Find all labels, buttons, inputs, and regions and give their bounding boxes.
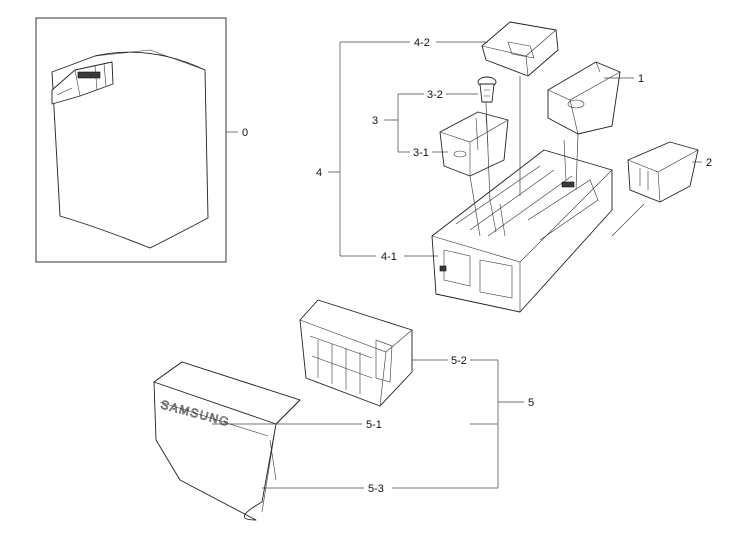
callout-2: 2: [706, 157, 712, 169]
callout-5-3: 5-3: [368, 483, 384, 495]
callout-1: 1: [638, 73, 644, 85]
part-4-2-top-cover: [481, 21, 559, 77]
callout-3: 3: [372, 115, 378, 127]
callout-4: 4: [316, 167, 322, 179]
callout-5-1: 5-1: [366, 419, 382, 431]
overview-frame: [35, 17, 227, 263]
part-5-3-drawer-panel: SAMSUNG: [153, 361, 301, 521]
callout-labels: 0 1 2 3 3-1 3-2 4 4-1 4-2 5 5-1 5-2 5-3: [242, 37, 712, 495]
callout-0: 0: [242, 127, 248, 139]
part-3-2-siphon-cap: [477, 76, 497, 103]
callout-4-1: 4-1: [381, 251, 397, 263]
part-5-2-drawer-body: [299, 299, 413, 407]
part-2-bleach-cup: [627, 141, 699, 203]
leader-lines: [212, 41, 702, 489]
overview-drawer: [51, 61, 114, 105]
callout-3-2: 3-2: [427, 89, 443, 101]
callout-5: 5: [528, 397, 534, 409]
callout-3-1: 3-1: [413, 147, 429, 159]
part-3-1-detergent-cup: [439, 111, 509, 177]
callout-4-2: 4-2: [414, 37, 430, 49]
part-1-softener-cup: [547, 61, 621, 135]
assembly-overview-panel: [35, 17, 227, 263]
part-4-1-dispenser-housing: [431, 139, 613, 313]
callout-5-2: 5-2: [451, 355, 467, 367]
